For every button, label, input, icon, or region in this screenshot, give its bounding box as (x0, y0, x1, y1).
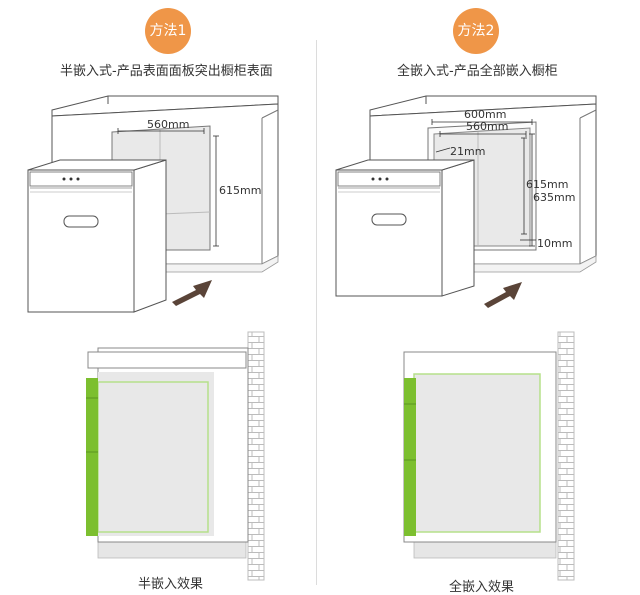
method2-green-panel (404, 378, 416, 536)
method1-badge: 方法1 (145, 8, 191, 54)
method1-green-panel (86, 378, 98, 536)
method2-bottom-gap-label: 10mm (537, 237, 572, 250)
method1-height-dimension: 615mm (213, 135, 261, 247)
method1-effect-view (86, 331, 265, 581)
method2-effect-view (403, 331, 575, 581)
method1-effect-label: 半嵌入效果 (138, 577, 204, 592)
method2-inner-width-dimension: 560mm (439, 120, 527, 137)
method1-width-dimension: 560mm (117, 118, 205, 134)
method2-inner-width-label: 560mm (466, 120, 508, 133)
method2-effect-label: 全嵌入效果 (449, 580, 515, 595)
center-divider (316, 40, 317, 585)
method1-height-label: 615mm (219, 184, 261, 197)
method2-cabinet-appliance (335, 159, 475, 297)
method1-cabinet-appliance (27, 159, 167, 313)
method2-outer-width-dimension: 600mm (431, 108, 533, 125)
method2-push-arrow (484, 282, 522, 308)
method2-caption: 全嵌入式-产品全部嵌入橱柜 (397, 64, 558, 79)
method2-outer-height-label: 635mm (533, 191, 575, 204)
method2-side-gap-dimension: 21mm (435, 145, 485, 158)
method2-inner-height-label: 615mm (526, 178, 568, 191)
method1-push-arrow (172, 280, 212, 306)
method2-outer-width-label: 600mm (464, 108, 506, 121)
method2-height-dimensions: 615mm 635mm 10mm (520, 133, 575, 250)
method1-caption: 半嵌入式-产品表面面板突出橱柜表面 (60, 64, 273, 79)
method2-badge: 方法2 (453, 8, 499, 54)
method2-side-gap-label: 21mm (450, 145, 485, 158)
method1-width-label: 560mm (147, 118, 189, 131)
